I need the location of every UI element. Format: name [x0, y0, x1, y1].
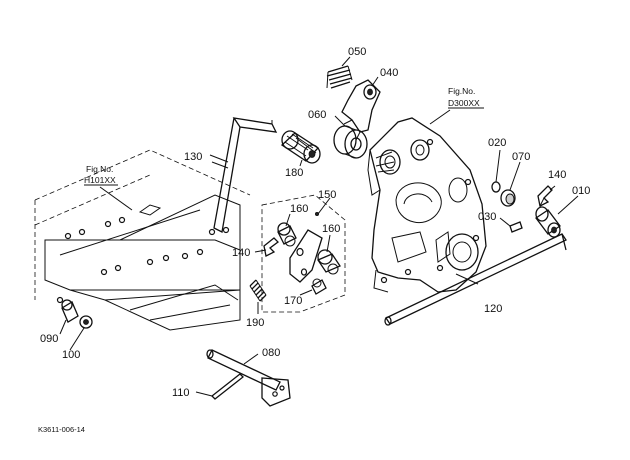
part-010-end-collar: [535, 206, 561, 238]
part-190-spring: [249, 279, 267, 302]
label-070: 070: [512, 151, 530, 163]
left-fig-number: H101XX: [84, 175, 116, 185]
part-020-o-ring: [491, 181, 501, 193]
part-030-pin: [509, 221, 523, 233]
part-080-shaft-pin: [206, 349, 291, 407]
part-040-shift-fork: [341, 79, 381, 141]
label-170: 170: [284, 295, 302, 307]
label-060: 060: [308, 109, 326, 121]
part-160-bushing-right: [317, 249, 341, 275]
part-090-bolt: [61, 299, 79, 323]
part-140-clip-left: [263, 237, 279, 257]
leader-lines: [59, 56, 579, 397]
part-180-gear-sleeve: [280, 130, 321, 164]
label-160-right: 160: [322, 223, 340, 235]
label-130: 130: [184, 151, 202, 163]
left-figure-reference: Fig.No. H101XX: [84, 164, 133, 211]
part-120-shift-rod: [384, 233, 567, 326]
part-060-collar: [333, 125, 368, 159]
right-fig-number: D300XX: [448, 98, 480, 108]
label-010: 010: [572, 185, 590, 197]
label-100: 100: [62, 349, 80, 361]
part-110-cotter-pin: [211, 373, 244, 400]
label-120: 120: [484, 303, 502, 315]
part-140-clip-right: [537, 185, 553, 207]
label-140-left: 140: [232, 247, 250, 259]
label-090: 090: [40, 333, 58, 345]
part-050-spring: [326, 65, 353, 89]
left-fig-caption: Fig.No.: [86, 164, 113, 174]
drawing-code: K3611-006-14: [38, 425, 85, 434]
right-figure-reference: Fig.No. D300XX: [429, 86, 484, 125]
part-100-washer: [79, 315, 93, 329]
part-170-bolt: [311, 278, 327, 295]
label-020: 020: [488, 137, 506, 149]
frame-plate: [34, 149, 251, 331]
label-150: 150: [318, 189, 336, 201]
part-070-oil-seal: [500, 189, 516, 207]
part-130-lever: [211, 117, 278, 233]
label-180: 180: [285, 167, 303, 179]
label-080: 080: [262, 347, 280, 359]
label-160-left: 160: [290, 203, 308, 215]
label-050: 050: [348, 46, 366, 58]
gearbox-housing: [367, 117, 487, 293]
label-190: 190: [246, 317, 264, 329]
label-040: 040: [380, 67, 398, 79]
label-140-right: 140: [548, 169, 566, 181]
label-110: 110: [172, 387, 190, 399]
label-030: 030: [478, 211, 496, 223]
right-fig-caption: Fig.No.: [448, 86, 475, 96]
part-number-labels: 050 040 060 130 180 020 070 140 010 030 …: [40, 46, 590, 399]
part-160-bushing-left: [277, 222, 297, 247]
